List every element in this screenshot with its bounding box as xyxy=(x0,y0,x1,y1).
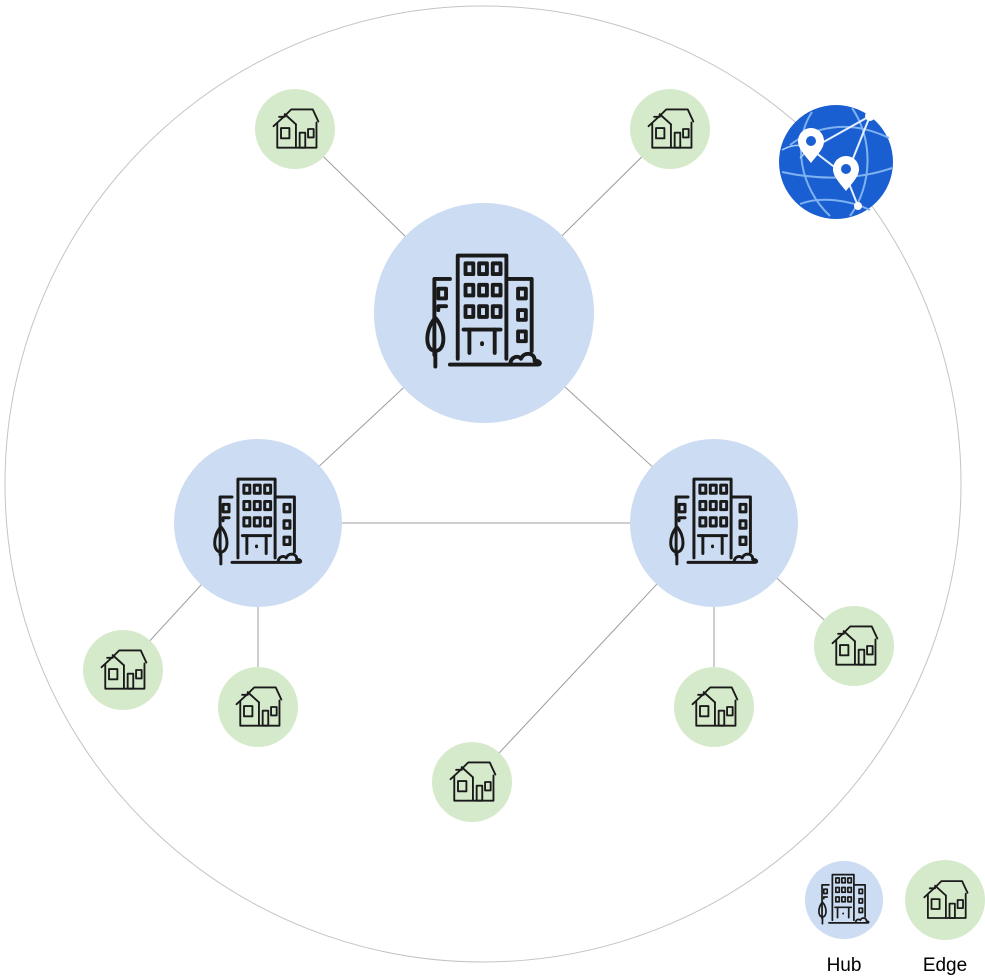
node-edge-right-2 xyxy=(814,606,894,686)
node-edge-bottom xyxy=(432,742,512,822)
hub-circle xyxy=(374,203,594,423)
legend: Hub Edge xyxy=(805,860,985,976)
hub-circle xyxy=(630,439,798,607)
legend-hub: Hub xyxy=(805,861,883,976)
node-right-hub xyxy=(630,439,798,607)
legend-hub-swatch xyxy=(805,861,883,939)
node-edge-top-right xyxy=(630,89,710,169)
node-edge-left-1 xyxy=(83,630,163,710)
legend-hub-label: Hub xyxy=(827,955,862,976)
node-edge-left-2 xyxy=(218,667,298,747)
legend-edge: Edge xyxy=(905,860,985,976)
node-edge-right-1 xyxy=(674,667,754,747)
hub-circle xyxy=(174,439,342,607)
legend-edge-label: Edge xyxy=(923,955,967,976)
nodes-layer xyxy=(83,89,894,822)
network-boundary-circle xyxy=(4,5,962,963)
node-central-hub xyxy=(374,203,594,423)
globe-location-pins-icon xyxy=(779,105,893,219)
node-edge-top-left xyxy=(255,89,335,169)
node-left-hub xyxy=(174,439,342,607)
